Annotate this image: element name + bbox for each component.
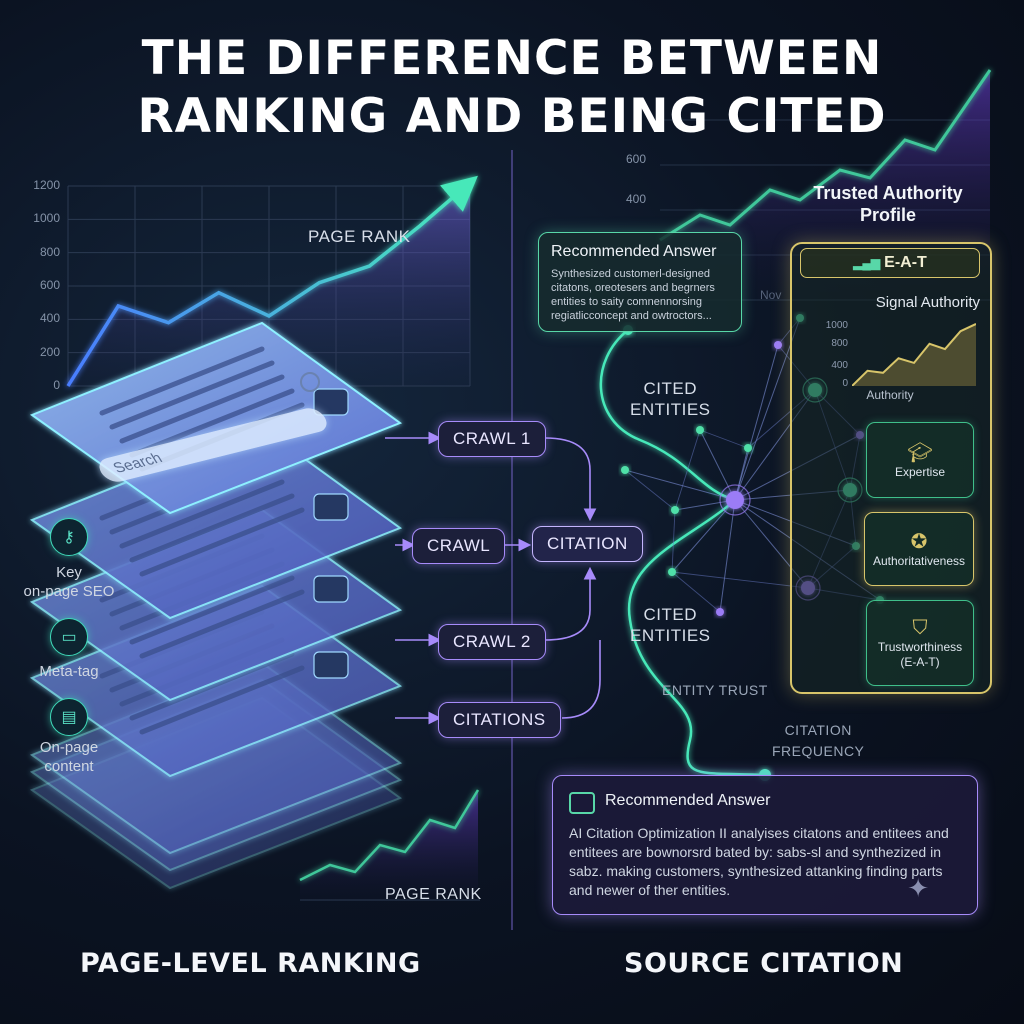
trustworthiness-box: ⛉ Trustworthiness (E-A-T) (866, 600, 974, 686)
cited-entities-top: CITED ENTITIES (630, 379, 711, 419)
citation-frequency-label: CITATION FREQUENCY (772, 722, 865, 759)
recommended-answer-title: Recommended Answer (551, 243, 717, 260)
mini-chart-area (300, 790, 478, 900)
award-ribbon-icon: ✪ (910, 531, 928, 553)
network-edge (674, 499, 736, 511)
authoritativeness-box: ✪ Authoritativeness (864, 512, 974, 586)
flow-connectors (385, 431, 601, 725)
page-badge-icon (313, 388, 349, 416)
search-icon[interactable] (300, 372, 320, 392)
meta-tag-icon: ▭ (50, 618, 88, 656)
network-edge (699, 429, 736, 501)
network-node (726, 491, 744, 509)
page-stack (29, 321, 403, 890)
signal-tick: 800 (831, 338, 848, 349)
citation-node: CITATION (532, 526, 643, 562)
eat-header-text: E-A-T (884, 254, 927, 271)
left-chart-area (68, 182, 470, 386)
chat-bubble-icon (569, 792, 595, 814)
network-edge (719, 499, 736, 613)
right-bg-chart-line (659, 69, 992, 242)
side-label-on-page-content: On-page content (39, 739, 99, 775)
signal-bars-icon: ▂▄▆ (853, 256, 881, 270)
trustworthiness-label: Trustworthiness (E-A-T) (877, 639, 963, 669)
network-edge (734, 344, 779, 501)
authority-label: Authority (866, 388, 914, 402)
signal-tick: 1000 (825, 320, 848, 331)
crawl-1-node: CRAWL 1 (438, 421, 546, 457)
key-icon: ⚷ (50, 518, 88, 556)
network-edge (624, 469, 676, 511)
network-edge (671, 499, 736, 573)
left-y-tick: 600 (39, 278, 60, 292)
right-bg-tick: 400 (626, 192, 647, 206)
main-title-line-2: RANKING AND BEING CITED (137, 89, 887, 144)
network-edge (624, 469, 736, 501)
network-node (671, 506, 679, 514)
citations-node: CITATIONS (438, 702, 561, 738)
left-y-tick: 800 (39, 244, 60, 259)
cited-entities-bottom: CITED ENTITIES (630, 605, 711, 645)
eat-header: ▂▄▆E-A-T (800, 248, 980, 278)
trusted-authority-title: Trusted Authority Profile (813, 183, 963, 225)
right-bg-month: Nov (760, 288, 782, 302)
recommended-answer-body: Synthesized customerl-designed citatons,… (551, 268, 715, 322)
answer-box-body: AI Citation Optimization II analyises ci… (569, 825, 949, 898)
sparkle-icon: ✦ (907, 873, 929, 903)
network-edge (734, 317, 801, 501)
page-badge-icon (313, 651, 349, 679)
entity-links (599, 329, 766, 777)
signal-tick: 400 (831, 360, 848, 371)
network-edge (699, 429, 749, 449)
left-y-tick: 1000 (33, 211, 60, 226)
answer-box-title: Recommended Answer (605, 792, 771, 809)
network-node (744, 444, 752, 452)
answer-box: Recommended Answer AI Citation Optimizat… (552, 775, 978, 915)
signal-tick: 0 (842, 378, 848, 389)
authoritativeness-label: Authoritativeness (872, 554, 966, 568)
left-y-tick: 0 (53, 378, 60, 392)
network-node (774, 341, 782, 349)
network-edge (674, 429, 701, 511)
crawl-node: CRAWL (412, 528, 506, 564)
left-chart-line (66, 175, 478, 387)
network-node-ring (719, 484, 751, 516)
entity-trust-label: ENTITY TRUST (662, 682, 768, 698)
network-edge (671, 571, 721, 613)
page-badge-icon (313, 575, 349, 603)
left-y-tick: 1200 (33, 178, 60, 192)
right-bg-tick: 600 (626, 152, 647, 166)
network-node (696, 426, 704, 434)
expertise-label: Expertise (894, 465, 946, 479)
network-node (668, 568, 676, 576)
page-rank-label: PAGE RANK (308, 227, 411, 246)
network-edge (671, 509, 676, 573)
signal-authority-title: Signal Authority (875, 294, 980, 311)
network-edge (671, 571, 809, 589)
page-badge-icon (313, 493, 349, 521)
shield-check-icon: ⛉ (912, 616, 928, 639)
graduation-cap-icon: 🎓︎ (907, 442, 933, 464)
network-node (716, 608, 724, 616)
mini-chart-line (299, 789, 480, 882)
signal-chart-line (852, 323, 976, 386)
crawl-2-node: CRAWL 2 (438, 624, 546, 660)
network-node (621, 466, 629, 474)
page-level-ranking-title: PAGE-LEVEL RANKING (80, 948, 421, 979)
left-y-tick: 200 (39, 344, 60, 359)
recommended-answer-card: Recommended Answer Synthesized customerl… (538, 232, 742, 332)
side-label-meta-tag: Meta-tag (39, 663, 99, 680)
left-y-tick: 400 (39, 311, 60, 326)
expertise-box: 🎓︎ Expertise (866, 422, 974, 498)
document-icon: ▤ (50, 698, 88, 736)
signal-authority-chart (852, 323, 976, 386)
source-citation-title: SOURCE CITATION (624, 948, 904, 979)
side-label-key-seo: Key on-page SEO (23, 564, 115, 600)
mini-chart-label: PAGE RANK (385, 886, 482, 903)
signal-chart-area (852, 323, 976, 386)
main-title-line-1: THE DIFFERENCE BETWEEN (141, 31, 883, 86)
